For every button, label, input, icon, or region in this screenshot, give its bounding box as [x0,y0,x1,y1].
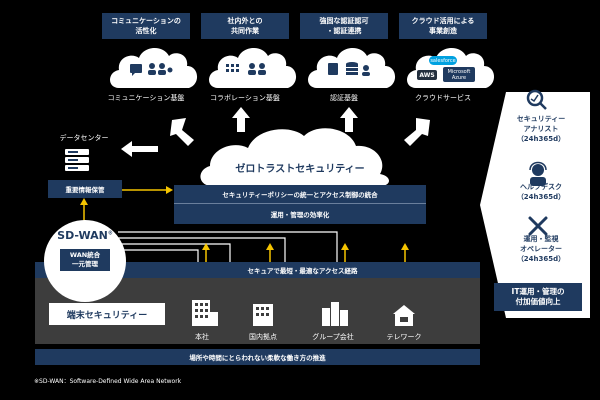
helpdesk-headset-icon [530,164,546,186]
it-value-box: IT運用・管理の 付加価値向上 [494,283,582,311]
arrow-up-2 [340,107,358,132]
sdwan-title-text: SD-WAN [57,229,108,242]
yellow-up-arrows [205,250,406,262]
role-helpdesk: ヘルプデスク （24h365d） [516,183,566,201]
collaboration-icon [226,63,266,75]
location-label-domestic: 国内拠点 [249,333,277,341]
role-operator: 運用・監視 オペレーター （24h365d） [516,235,566,263]
zero-trust-title: ゼロトラストセキュリティー [235,164,365,175]
endpoint-security-box: 端末セキュリティー [49,303,165,325]
salesforce-logo: salesforce [429,56,457,65]
azure-logo: Microsoft Azure [443,67,475,82]
cloud-label-authentication: 認証基盤 [330,94,358,102]
location-label-group: グループ会社 [312,333,354,341]
arrow-up-left-diag [170,118,194,146]
tools-icon [528,216,548,236]
yellow-arrowhead-right [166,186,173,194]
arrow-left-to-datacenter [121,141,158,157]
zero-trust-ops-row: 運用・管理の効率化 [174,204,426,224]
chat-people-icon [130,63,173,76]
cloud-label-collaboration: コラボレーション基盤 [210,94,280,102]
check-mark-icon [530,94,539,103]
top-box-collaboration: 社内外との 共同作業 [201,13,289,39]
footnote: ※SD-WAN：Software-Defined Wide Area Netwo… [34,378,182,385]
yellow-arrowhead-sdwan [80,198,88,205]
cloud-label-communication: コミュニケーション基盤 [107,94,185,102]
zero-trust-policy-row: セキュリティーポリシーの統一とアクセス制御の統合 [174,185,426,203]
top-box-authentication: 強固な認証認可 ・認証連携 [300,13,388,39]
location-label-telework: テレワーク [386,333,422,341]
location-label-hq: 本社 [195,333,209,341]
arrow-up-1 [232,107,250,132]
arrow-up-right-diag [404,118,430,146]
top-box-cloud: クラウド活用による 事業創造 [399,13,487,39]
aws-logo: AWS [417,70,437,80]
sdwan-title: SD-WAN® [44,229,126,242]
sdwan-box: WAN統合 一元管理 [60,249,110,271]
cloud-label-service: クラウドサービス [415,94,471,102]
datacenter-label: データセンター [59,134,109,142]
sdwan-registered-mark: ® [107,230,113,237]
auth-server-icon [328,62,370,76]
analyst-magnifier-icon [526,89,547,110]
secure-access-bar: セキュアで最短・最適なアクセス経路 [35,262,480,278]
flexible-work-bar: 場所や時間にとらわれない柔軟な働き方の推進 [35,349,480,365]
top-box-communication: コミュニケーションの 活性化 [102,13,190,39]
role-security-analyst: セキュリティー アナリスト （24h365d） [516,115,566,143]
headquarters-icon [192,300,218,326]
datacenter-box: 重要情報保管 [48,180,122,198]
secure-access-text: セキュアで最短・最適なアクセス経路 [247,267,358,275]
white-arrows [121,107,430,157]
group-company-icon [322,302,348,326]
zero-trust-divider [174,203,426,204]
